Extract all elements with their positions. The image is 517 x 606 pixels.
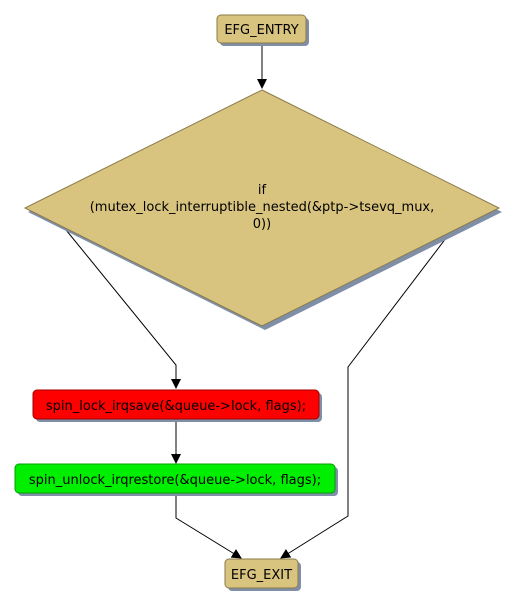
condition-line-1: if: [258, 183, 267, 198]
condition-line-2: (mutex_lock_interruptible_nested(&ptp->t…: [90, 200, 435, 215]
condition-node-diamond: [23, 89, 501, 327]
edges: [61, 45, 457, 559]
entry-node: EFG_ENTRY: [216, 14, 309, 46]
entry-node-box: [216, 14, 307, 44]
unlock-label: spin_unlock_irqrestore(&queue->lock, fla…: [29, 473, 321, 488]
exit-label: EFG_EXIT: [231, 568, 292, 583]
edge-unlock-to-exit: [175, 494, 242, 559]
exit-node-box: [224, 558, 299, 589]
exit-node: EFG_EXIT: [224, 558, 301, 591]
edge-condition-to-exit: [280, 224, 457, 559]
lock-node: spin_lock_irqsave(&queue->lock, flags);: [32, 389, 322, 422]
lock-label: spin_lock_irqsave(&queue->lock, flags);: [46, 399, 306, 414]
edge-condition-to-lock: [61, 224, 181, 389]
lock-node-box: [32, 389, 320, 420]
condition-line-3: 0)): [253, 217, 271, 232]
entry-label: EFG_ENTRY: [224, 23, 298, 38]
unlock-node: spin_unlock_irqrestore(&queue->lock, fla…: [14, 463, 338, 496]
condition-node: if (mutex_lock_interruptible_nested(&ptp…: [23, 89, 502, 330]
unlock-node-box: [14, 463, 336, 494]
